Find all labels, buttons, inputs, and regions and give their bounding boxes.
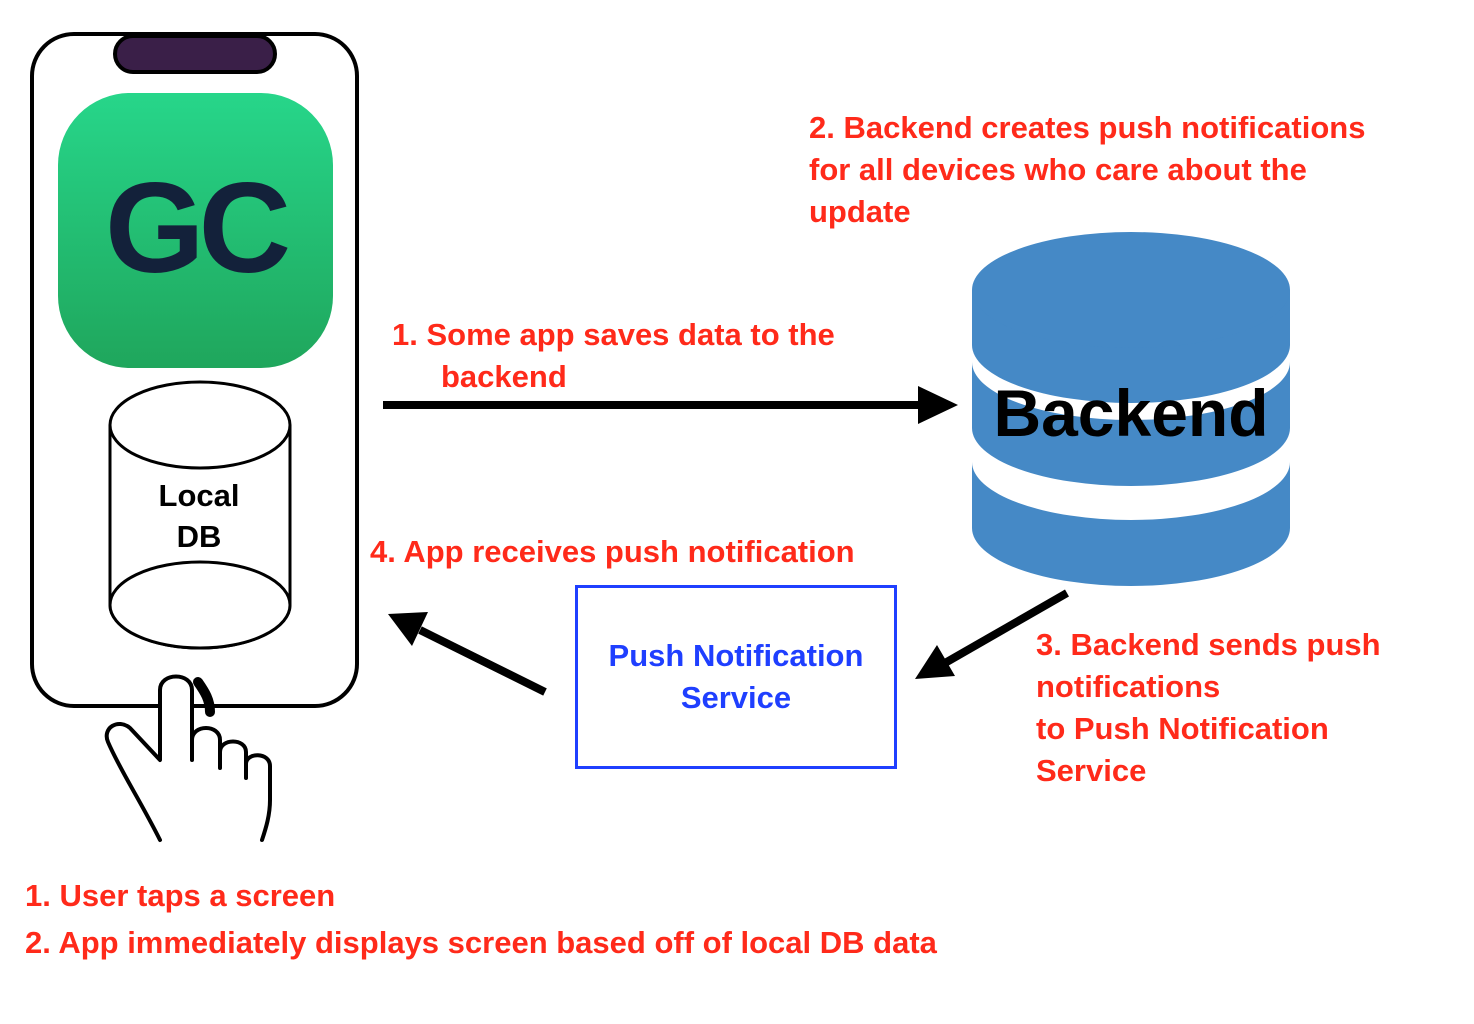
pointing-hand-icon xyxy=(104,674,272,842)
step-receive-label: 4. App receives push notification xyxy=(370,531,855,573)
step-tap-label: 1. User taps a screen 2. App immediately… xyxy=(25,872,937,966)
step-receive-line1: 4. App receives push notification xyxy=(370,534,855,569)
step-send-line4: Service xyxy=(1036,753,1147,788)
step-tap-line1: 1. User taps a screen xyxy=(25,878,336,913)
backend-database-icon: Backend xyxy=(972,232,1290,586)
app-icon: GC xyxy=(58,93,333,368)
step-send-line2: notifications xyxy=(1036,669,1221,704)
step-save-line2: backend xyxy=(441,359,567,394)
arrow-push-service-to-app xyxy=(388,612,547,696)
push-service-line1: Push Notification xyxy=(608,638,864,673)
phone xyxy=(30,32,359,708)
app-icon-background xyxy=(58,93,333,368)
local-db-top xyxy=(108,380,292,470)
step-save-line1: 1. Some app saves data to the xyxy=(392,317,835,352)
step-create-line1: 2. Backend creates push notifications xyxy=(809,110,1366,145)
step-create-line2: for all devices who care about the xyxy=(809,152,1307,187)
step-create-label: 2. Backend creates push notifications fo… xyxy=(809,107,1365,233)
arrow-app-to-backend xyxy=(383,386,958,424)
push-notification-service-box: Push Notification Service xyxy=(575,585,897,769)
app-icon-text: GC xyxy=(105,157,288,300)
local-db-label-line2: DB xyxy=(177,519,222,554)
step-create-line3: update xyxy=(809,194,911,229)
arrow-backend-to-push-service xyxy=(915,589,1069,679)
phone-notch xyxy=(113,34,277,74)
step-send-line3: to Push Notification xyxy=(1036,711,1329,746)
step-tap-line2: 2. App immediately displays screen based… xyxy=(25,925,937,960)
step-save-label: 1. Some app saves data to the backend xyxy=(392,314,835,398)
push-service-line2: Service xyxy=(680,680,792,715)
step-send-line1: 3. Backend sends push xyxy=(1036,627,1381,662)
local-db-cylinder: Local DB xyxy=(108,380,292,650)
backend-label: Backend xyxy=(993,376,1268,450)
local-db-label-line1: Local xyxy=(159,478,240,513)
local-db-bottom xyxy=(108,560,292,650)
step-send-label: 3. Backend sends push notifications to P… xyxy=(1036,624,1381,792)
